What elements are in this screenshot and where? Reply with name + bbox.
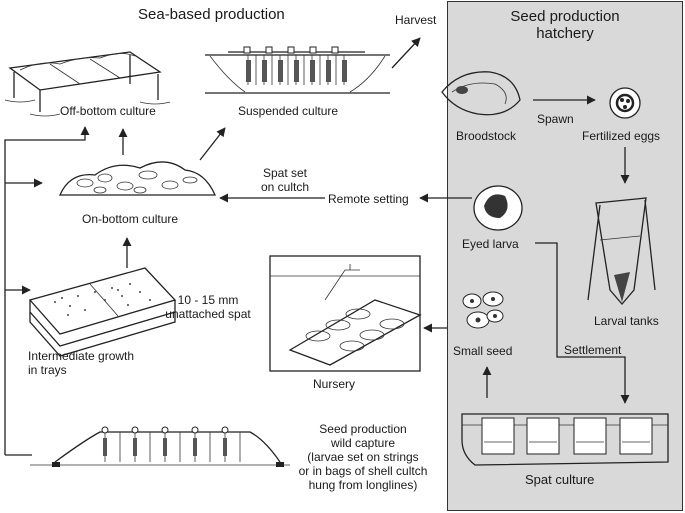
spat-culture-label: Spat culture	[525, 472, 595, 487]
spat-set-line-1: Spat set	[262, 166, 308, 180]
wild-capture-label: Seed production wild capture (larvae set…	[288, 422, 438, 492]
off-bottom-label: Off-bottom culture	[60, 104, 156, 118]
hatchery-title-line-2: hatchery	[536, 25, 594, 42]
fertilized-eggs-label: Fertilized eggs	[582, 129, 661, 143]
larval-tank-illustration	[587, 197, 656, 305]
spawn-label: Spawn	[537, 112, 574, 126]
spat-culture-illustration	[461, 413, 669, 466]
on-bottom-illustration	[59, 161, 216, 196]
eyed-larva-label: Eyed larva	[462, 237, 519, 251]
spat-size-line-1: 10 - 15 mm	[177, 293, 239, 307]
intermediate-line-2: in trays	[28, 363, 67, 377]
remote-setting-label: Remote setting	[328, 192, 409, 206]
spat-size-line-2: unattached spat	[165, 307, 251, 321]
fertilized-egg-illustration	[609, 87, 641, 119]
suspended-illustration	[205, 46, 390, 94]
wild-line-5: hung from longlines)	[308, 478, 418, 492]
wild-line-2: wild capture	[330, 436, 396, 450]
settlement-label: Settlement	[564, 343, 622, 357]
wild-line-3: (larvae set on strings	[307, 450, 419, 464]
flow-arrows	[4, 37, 630, 456]
spat-size-label: 10 - 15 mm unattached spat	[162, 293, 254, 321]
hatchery-title: Seed production hatchery	[490, 8, 640, 42]
nursery-illustration	[269, 255, 422, 372]
trays-illustration	[28, 267, 177, 357]
hatchery-title-line-1: Seed production	[510, 8, 620, 25]
broodstock-illustration	[441, 71, 521, 116]
small-seed-label: Small seed	[453, 344, 513, 358]
sea-based-title: Sea-based production	[138, 6, 285, 23]
nursery-label: Nursery	[313, 377, 356, 391]
small-seed-illustration	[462, 291, 504, 329]
wild-capture-illustration	[30, 426, 290, 467]
wild-line-4: or in bags of shell cultch	[298, 464, 428, 478]
on-bottom-label: On-bottom culture	[82, 212, 179, 226]
suspended-label: Suspended culture	[238, 104, 339, 118]
spat-set-label: Spat set on cultch	[255, 166, 315, 194]
broodstock-label: Broodstock	[456, 129, 517, 143]
intermediate-label: Intermediate growth in trays	[28, 349, 134, 377]
larval-tanks-label: Larval tanks	[594, 314, 659, 328]
harvest-label: Harvest	[395, 13, 437, 27]
spat-set-line-2: on cultch	[260, 180, 310, 194]
eyed-larva-illustration	[473, 185, 523, 231]
intermediate-line-1: Intermediate growth	[28, 349, 135, 363]
off-bottom-illustration	[4, 51, 171, 117]
wild-line-1: Seed production	[319, 422, 407, 436]
